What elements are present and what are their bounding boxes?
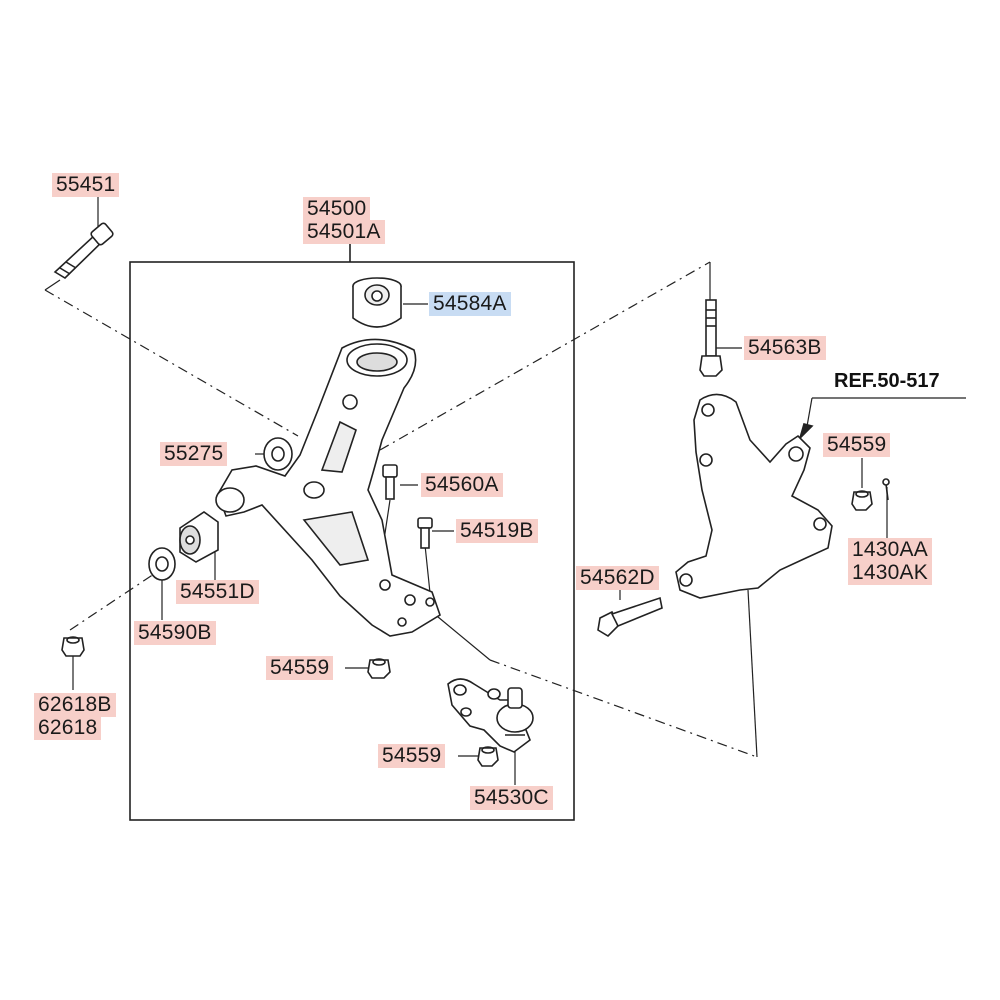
- ball-joint-54530C: [447, 678, 534, 753]
- washer-54590B: [148, 547, 176, 581]
- part-label-54500[interactable]: 54500: [303, 197, 371, 221]
- bushing-54584A: [352, 277, 402, 328]
- part-label-54563B[interactable]: 54563B: [744, 336, 826, 360]
- steering-knuckle: [675, 393, 833, 599]
- part-label-1430AA[interactable]: 1430AA: [848, 538, 932, 562]
- bolt-54562D: [597, 596, 663, 638]
- part-label-62618[interactable]: 62618: [34, 716, 102, 740]
- bolt-54560A: [382, 464, 398, 500]
- bolt-55451: [53, 222, 114, 280]
- nut-62618B: [61, 636, 85, 657]
- part-label-1430AK[interactable]: 1430AK: [848, 561, 932, 585]
- bushing-54551D: [179, 511, 219, 563]
- ref-label: REF.50-517: [834, 370, 940, 392]
- part-label-54559-bottom[interactable]: 54559: [378, 744, 446, 768]
- bolt-54519B: [417, 517, 433, 549]
- cotter-pin-1430AA: [882, 478, 890, 501]
- part-label-54559-middle[interactable]: 54559: [266, 656, 334, 680]
- part-label-54501A[interactable]: 54501A: [303, 220, 385, 244]
- bolt-54563B: [699, 299, 723, 377]
- part-label-54551D[interactable]: 54551D: [176, 580, 259, 604]
- nut-54559-bottom: [477, 746, 499, 767]
- nut-54559-middle: [367, 658, 391, 679]
- part-label-54559-right[interactable]: 54559: [823, 433, 891, 457]
- nut-54559-right: [851, 490, 873, 511]
- part-label-54584A[interactable]: 54584A: [429, 292, 511, 316]
- part-label-54562D[interactable]: 54562D: [576, 566, 659, 590]
- lower-control-arm: [215, 338, 441, 637]
- part-label-55275[interactable]: 55275: [160, 442, 228, 466]
- part-label-54590B[interactable]: 54590B: [134, 621, 216, 645]
- part-label-54560A[interactable]: 54560A: [421, 473, 503, 497]
- washer-55275: [263, 437, 293, 471]
- part-label-62618B[interactable]: 62618B: [34, 693, 116, 717]
- part-label-54530C[interactable]: 54530C: [470, 786, 553, 810]
- assembly-frame: [129, 261, 575, 821]
- part-label-55451[interactable]: 55451: [52, 173, 120, 197]
- part-label-54519B[interactable]: 54519B: [456, 519, 538, 543]
